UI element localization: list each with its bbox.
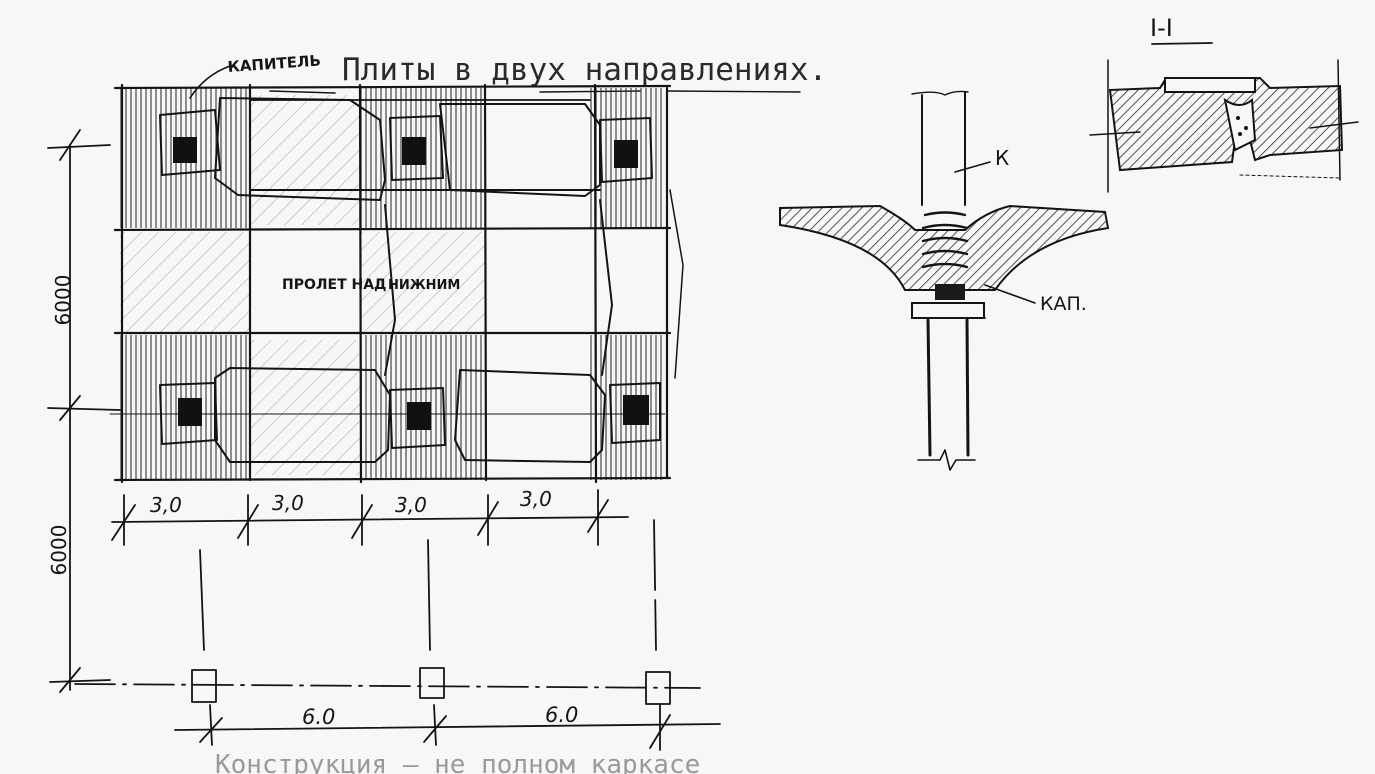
dim-strip-2: 3,0 [272,491,304,515]
dim-bay-1: 6.0 [302,705,335,729]
vertical-dimension-line [47,129,121,693]
heading-underline-left [269,90,336,94]
section-mark: I-I [1150,14,1173,42]
dim-bay-2: 6.0 [545,703,578,727]
dim-vertical-top: 6000 [51,275,75,326]
plan-view: КАПИТЕЛЬ ПРОЛЕТ НАД НИЖНИМ 6000 6000 [47,52,721,751]
middle-strip-bottom [250,340,360,475]
dim-strip-3: 3,0 [395,493,427,517]
cap-label: КАП. [1040,293,1087,315]
middle-strip-top [250,95,360,225]
dim-vertical-bottom: 6000 [47,525,71,576]
capitel-label: КАПИТЕЛЬ [227,52,321,76]
span-upper-label: ПРОЛЕТ НАД [282,277,387,293]
strip-outline-top-left [214,97,386,201]
heading: Плиты в двух направлениях. [342,52,827,88]
lower-column-grid [74,519,721,751]
middle-strip-mid-left [120,232,250,332]
capital-elevation: К КАП. [779,90,1110,471]
span-lower-label: НИЖНИМ [388,278,460,293]
section-detail: I-I [1089,14,1359,193]
strip-dimension-line [111,489,629,546]
column-k-label: К [995,146,1009,170]
columns [173,137,649,430]
middle-strip-mid-center [360,232,485,332]
heading-underline-right [667,90,801,93]
footer-text: Конструкция — не полном каркасе [215,750,700,774]
dim-strip-1: 3,0 [150,493,182,517]
dim-strip-4: 3,0 [520,487,552,511]
capitals [159,109,661,449]
